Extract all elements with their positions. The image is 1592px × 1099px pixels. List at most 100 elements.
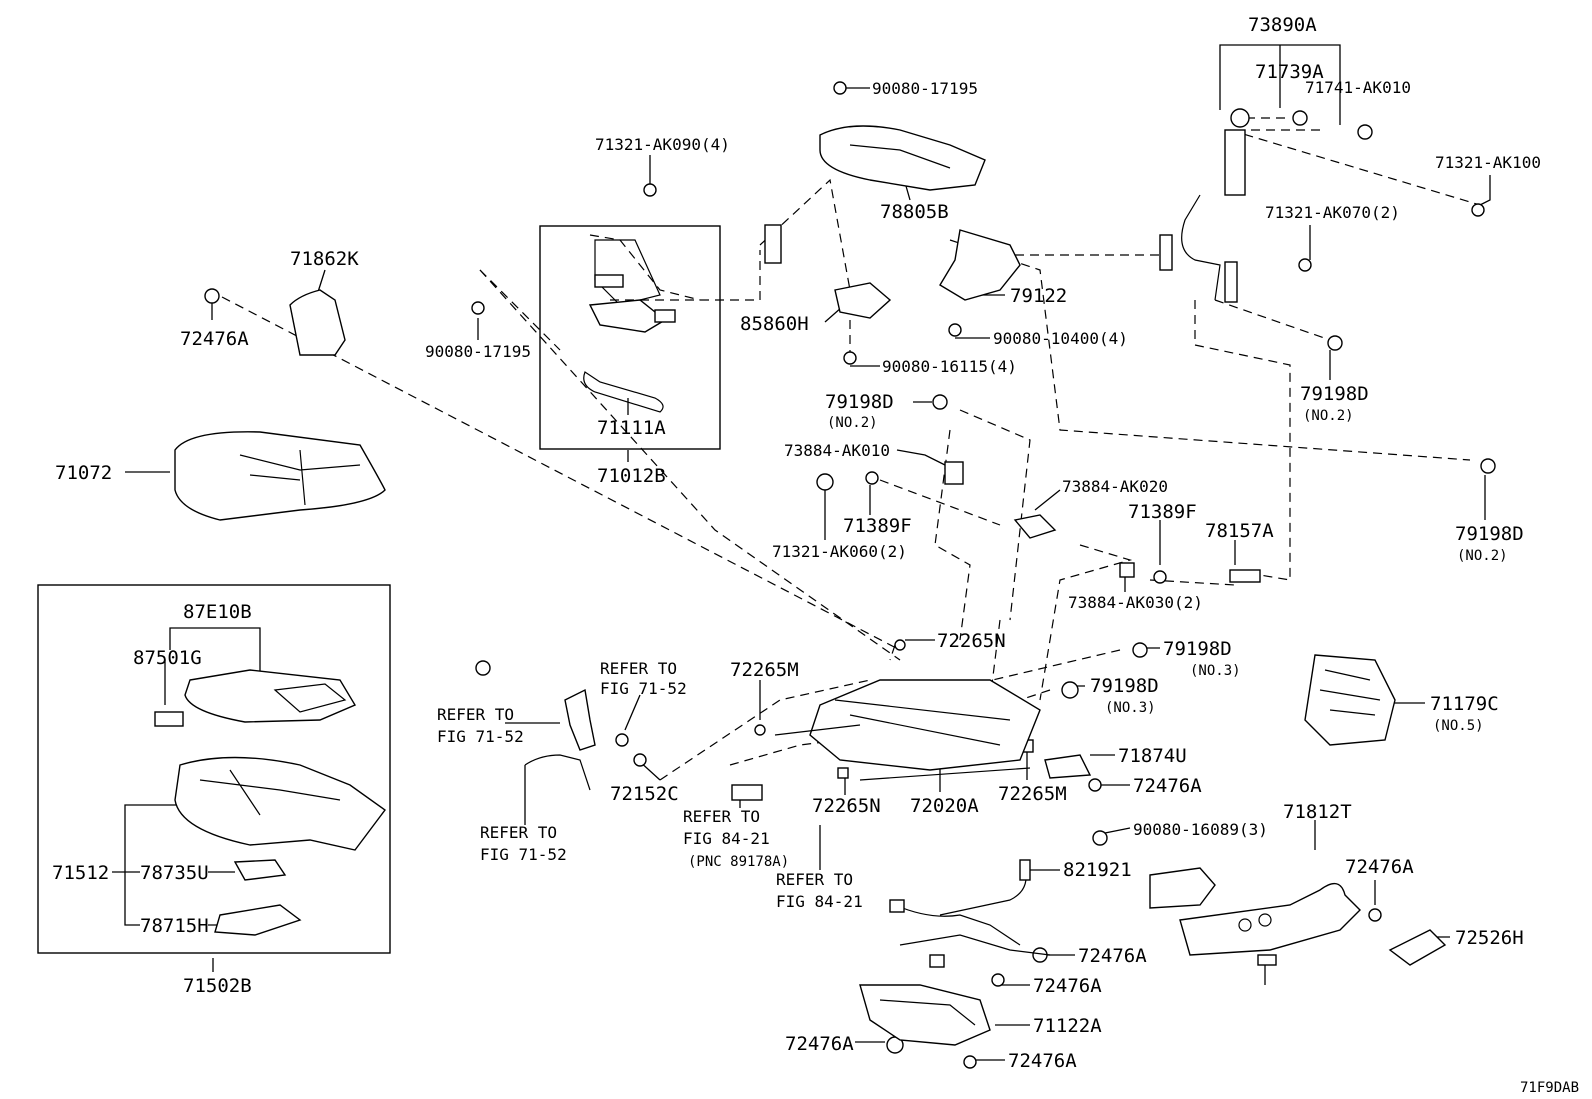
ref1-line2: FIG 71-52	[600, 679, 687, 698]
label-73884-AK020: 73884-AK020	[1062, 477, 1168, 496]
seat-cushion-pad	[174, 431, 386, 521]
label-78715H: 78715H	[140, 915, 209, 937]
label-78735U: 78735U	[140, 862, 209, 884]
label-71321-AK100: 71321-AK100	[1435, 153, 1541, 172]
ref4-line2: FIG 84-21	[683, 829, 770, 848]
cap-79198d-e	[1061, 681, 1079, 699]
label-90080-16089: 90080-16089(3)	[1133, 820, 1268, 839]
label-90080-10400: 90080-10400(4)	[993, 329, 1128, 348]
cap-79198d-b	[1327, 335, 1343, 351]
clip-72265m-a	[754, 724, 766, 736]
seat-cushion-cover	[174, 756, 386, 851]
pin-78157a	[1229, 569, 1261, 583]
label-71389F-a: 71389F	[843, 515, 912, 537]
label-73884-AK010: 73884-AK010	[784, 441, 890, 460]
label-72152C: 72152C	[610, 783, 679, 805]
bolt-71321-ak060	[816, 473, 834, 491]
seat-frame-wire	[583, 371, 664, 413]
label-71812T: 71812T	[1283, 801, 1352, 823]
nut-90080-17195-left	[471, 301, 485, 315]
lifter-gear-box	[834, 282, 892, 319]
label-72265M-b: 72265M	[998, 783, 1067, 805]
bracket-73884-ak030	[1119, 562, 1135, 578]
label-71179C: 71179C	[1430, 693, 1499, 715]
label-79198D-c-note: (NO.2)	[1457, 548, 1508, 564]
seat-belt-buckle	[564, 688, 596, 751]
label-72265M-a: 72265M	[730, 659, 799, 681]
label-71111A: 71111A	[597, 417, 666, 439]
label-72476A-b: 72476A	[1133, 775, 1202, 797]
label-821921: 821921	[1063, 859, 1132, 881]
frame-subgroup-box	[539, 225, 721, 450]
bolt-72476a-d	[1368, 908, 1382, 922]
label-71502B: 71502B	[183, 975, 252, 997]
ref2-line1: REFER TO	[437, 705, 514, 724]
label-71072: 71072	[55, 462, 112, 484]
seat-side-shield	[1179, 882, 1361, 956]
label-72265N-b: 72265N	[812, 795, 881, 817]
diagram-code: 71F9DAB	[1520, 1080, 1579, 1096]
label-90080-17195-top: 90080-17195	[872, 79, 978, 98]
label-71862K: 71862K	[290, 248, 359, 270]
ref4-line1: REFER TO	[683, 807, 760, 826]
part-sketches	[154, 81, 1496, 1069]
label-72476A-f: 72476A	[785, 1033, 854, 1055]
label-71874U: 71874U	[1118, 745, 1187, 767]
label-79198D-d-note: (NO.3)	[1190, 663, 1241, 679]
lower-cover	[859, 984, 991, 1046]
ref3-line1: REFER TO	[480, 823, 557, 842]
cap-79198d-a	[932, 394, 948, 410]
label-79198D-d: 79198D	[1163, 638, 1232, 660]
lifter-bracket	[939, 229, 1021, 301]
label-72476A-d: 72476A	[1345, 856, 1414, 878]
seat-upper-frame	[819, 125, 986, 191]
label-71512: 71512	[52, 862, 109, 884]
label-79198D-a-note: (NO.2)	[827, 415, 878, 431]
connector-refer-84-21	[731, 784, 763, 801]
cushion-group-box	[37, 584, 391, 954]
bolt-90080-16115	[843, 351, 857, 365]
reclining-cable-end	[1230, 108, 1250, 128]
label-90080-16115: 90080-16115(4)	[882, 357, 1017, 376]
bolt-71321-ak090	[643, 183, 657, 197]
bracket-73884-ak020	[1013, 514, 1057, 539]
seat-heater-assembly	[184, 669, 357, 723]
bolt-72476a-g	[963, 1055, 977, 1069]
label-71321-AK090: 71321-AK090(4)	[595, 135, 730, 154]
label-90080-17195-left: 90080-17195	[425, 342, 531, 361]
bolt-72476a-e	[991, 973, 1005, 987]
clip-72265n-b	[837, 767, 849, 779]
label-72476A-e: 72476A	[1033, 975, 1102, 997]
label-85860H: 85860H	[740, 313, 809, 335]
lifter-motor	[764, 224, 782, 264]
ref2-line2: FIG 71-52	[437, 727, 524, 746]
bolt-72476a-b	[1088, 778, 1102, 792]
label-79198D-c: 79198D	[1455, 523, 1524, 545]
label-72476A-g: 72476A	[1008, 1050, 1077, 1072]
bolt-71-52	[475, 660, 491, 676]
ref1-line1: REFER TO	[600, 659, 677, 678]
label-71012B: 71012B	[597, 465, 666, 487]
power-seat-switch	[1149, 867, 1216, 909]
label-71739A: 71739A	[1255, 61, 1324, 83]
label-72476A-left: 72476A	[180, 328, 249, 350]
bracket-73884-ak010	[944, 461, 964, 485]
label-78805B: 78805B	[880, 201, 949, 223]
washer-72152c	[633, 753, 647, 767]
label-79198D-a: 79198D	[825, 391, 894, 413]
cap-79198d-d	[1132, 642, 1148, 658]
washer-71389f-a	[865, 471, 879, 485]
ref5-line2: FIG 84-21	[776, 892, 863, 911]
nut-refer	[615, 733, 629, 747]
label-72020A: 72020A	[910, 795, 979, 817]
ref5-line1: REFER TO	[776, 870, 853, 889]
part-labels: 73890A 71739A 71741-AK010 90080-17195 71…	[52, 14, 1579, 1096]
label-72265N-a: 72265N	[937, 630, 1006, 652]
label-79198D-e: 79198D	[1090, 675, 1159, 697]
label-87501G: 87501G	[133, 647, 202, 669]
bolt-90080-10400	[948, 323, 962, 337]
bolt-72476a-c	[1032, 947, 1048, 963]
lever-knob-72526h	[1388, 929, 1447, 966]
bolt-71321-ak100	[1471, 203, 1485, 217]
